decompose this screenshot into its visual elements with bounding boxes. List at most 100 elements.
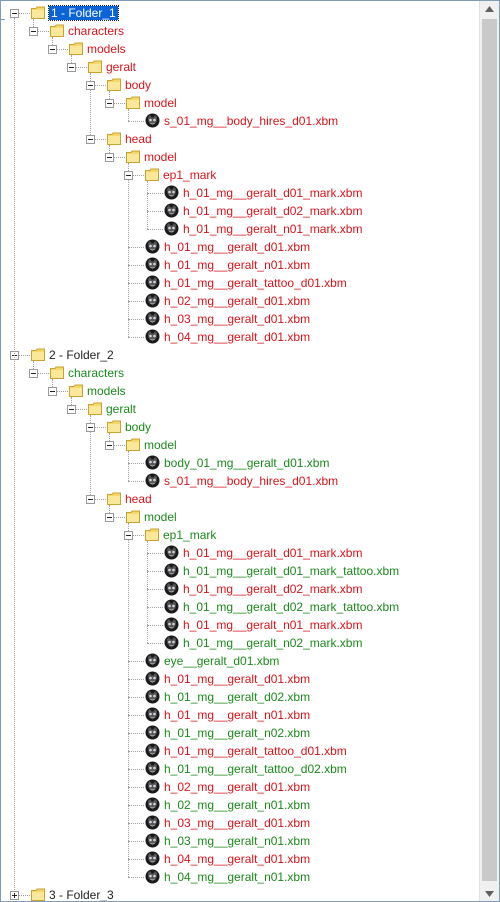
- tree-node-label[interactable]: models: [87, 384, 126, 398]
- tree-file-node[interactable]: h_03_mg__geralt_n01.xbm: [1, 832, 479, 850]
- tree-file-node[interactable]: h_01_mg__geralt_d02_mark_tattoo.xbm: [1, 598, 479, 616]
- tree-folder-node[interactable]: model: [1, 508, 479, 526]
- tree-node-label[interactable]: body: [125, 420, 152, 434]
- tree-node-label[interactable]: h_04_mg__geralt_d01.xbm: [164, 330, 311, 344]
- tree-file-node[interactable]: h_01_mg__geralt_d02_mark.xbm: [1, 202, 479, 220]
- tree-node-label[interactable]: geralt: [106, 402, 137, 416]
- collapse-minus-icon[interactable]: [86, 423, 95, 432]
- tree-file-node[interactable]: h_03_mg__geralt_d01.xbm: [1, 310, 479, 328]
- tree-file-node[interactable]: h_01_mg__geralt_d01.xbm: [1, 238, 479, 256]
- tree-folder-node[interactable]: model: [1, 94, 479, 112]
- tree-node-label[interactable]: h_01_mg__geralt_tattoo_d01.xbm: [164, 744, 347, 758]
- collapse-minus-icon[interactable]: [86, 495, 95, 504]
- expand-plus-icon[interactable]: [10, 891, 19, 900]
- tree-folder-node[interactable]: head: [1, 490, 479, 508]
- tree-file-node[interactable]: h_01_mg__geralt_d02_mark.xbm: [1, 580, 479, 598]
- tree-node-label[interactable]: model: [144, 150, 177, 164]
- scroll-up-button[interactable]: [480, 1, 499, 18]
- tree-node-label[interactable]: h_03_mg__geralt_d01.xbm: [164, 816, 311, 830]
- tree-file-node[interactable]: s_01_mg__body_hires_d01.xbm: [1, 472, 479, 490]
- tree-folder-node[interactable]: ep1_mark: [1, 166, 479, 184]
- tree-folder-node[interactable]: 1 - Folder_1: [1, 4, 479, 22]
- collapse-minus-icon[interactable]: [10, 9, 19, 18]
- tree-file-node[interactable]: h_01_mg__geralt_n02_mark.xbm: [1, 634, 479, 652]
- tree-folder-node[interactable]: characters: [1, 22, 479, 40]
- scroll-thumb[interactable]: [482, 19, 497, 881]
- tree-file-node[interactable]: eye__geralt_d01.xbm: [1, 652, 479, 670]
- tree-file-node[interactable]: h_03_mg__geralt_d01.xbm: [1, 814, 479, 832]
- tree-node-label[interactable]: h_03_mg__geralt_n01.xbm: [164, 834, 311, 848]
- tree-folder-node[interactable]: model: [1, 436, 479, 454]
- tree-node-label[interactable]: head: [125, 132, 152, 146]
- tree-node-label[interactable]: s_01_mg__body_hires_d01.xbm: [164, 474, 339, 488]
- tree-node-label[interactable]: models: [87, 42, 126, 56]
- tree-node-label[interactable]: ep1_mark: [163, 168, 217, 182]
- collapse-minus-icon[interactable]: [105, 153, 114, 162]
- tree-file-node[interactable]: h_01_mg__geralt_d01_mark.xbm: [1, 184, 479, 202]
- tree-folder-node[interactable]: characters: [1, 364, 479, 382]
- tree-folder-node[interactable]: models: [1, 382, 479, 400]
- tree-node-label[interactable]: body: [125, 78, 152, 92]
- tree-file-node[interactable]: h_04_mg__geralt_d01.xbm: [1, 328, 479, 346]
- tree-file-node[interactable]: h_04_mg__geralt_d01.xbm: [1, 850, 479, 868]
- tree-node-label[interactable]: 1 - Folder_1: [48, 5, 119, 21]
- collapse-minus-icon[interactable]: [86, 81, 95, 90]
- collapse-minus-icon[interactable]: [48, 45, 57, 54]
- tree-folder-node[interactable]: head: [1, 130, 479, 148]
- tree-node-label[interactable]: h_01_mg__geralt_d01_mark.xbm: [183, 546, 363, 560]
- tree-folder-node[interactable]: 3 - Folder_3: [1, 886, 479, 902]
- collapse-minus-icon[interactable]: [124, 171, 133, 180]
- tree-node-label[interactable]: h_01_mg__geralt_d01.xbm: [164, 672, 311, 686]
- tree-node-label[interactable]: 2 - Folder_2: [49, 348, 114, 362]
- tree-file-node[interactable]: h_01_mg__geralt_d01_mark.xbm: [1, 544, 479, 562]
- vertical-scrollbar[interactable]: [479, 1, 499, 901]
- collapse-minus-icon[interactable]: [105, 441, 114, 450]
- tree-file-node[interactable]: h_01_mg__geralt_tattoo_d01.xbm: [1, 274, 479, 292]
- tree-node-label[interactable]: h_01_mg__geralt_n01.xbm: [164, 258, 311, 272]
- tree-node-label[interactable]: h_01_mg__geralt_n02_mark.xbm: [183, 636, 363, 650]
- collapse-minus-icon[interactable]: [29, 369, 38, 378]
- tree-node-label[interactable]: h_01_mg__geralt_tattoo_d01.xbm: [164, 276, 347, 290]
- tree-node-label[interactable]: h_01_mg__geralt_d01_mark_tattoo.xbm: [183, 564, 400, 578]
- tree-folder-node[interactable]: geralt: [1, 58, 479, 76]
- tree-node-label[interactable]: h_04_mg__geralt_d01.xbm: [164, 852, 311, 866]
- tree-file-node[interactable]: h_02_mg__geralt_d01.xbm: [1, 292, 479, 310]
- tree-file-node[interactable]: h_01_mg__geralt_n01_mark.xbm: [1, 220, 479, 238]
- collapse-minus-icon[interactable]: [124, 531, 133, 540]
- tree-node-label[interactable]: body_01_mg__geralt_d01.xbm: [164, 456, 330, 470]
- tree-node-label[interactable]: h_01_mg__geralt_n01.xbm: [164, 708, 311, 722]
- tree-file-node[interactable]: h_01_mg__geralt_d02.xbm: [1, 688, 479, 706]
- tree-file-node[interactable]: h_04_mg__geralt_n01.xbm: [1, 868, 479, 886]
- tree-node-label[interactable]: head: [125, 492, 152, 506]
- tree-file-node[interactable]: s_01_mg__body_hires_d01.xbm: [1, 112, 479, 130]
- tree-node-label[interactable]: h_01_mg__geralt_d02_mark.xbm: [183, 582, 363, 596]
- tree-node-label[interactable]: model: [144, 510, 177, 524]
- tree-file-node[interactable]: h_01_mg__geralt_n01_mark.xbm: [1, 616, 479, 634]
- tree-file-node[interactable]: h_01_mg__geralt_n01.xbm: [1, 706, 479, 724]
- tree-node-label[interactable]: h_01_mg__geralt_tattoo_d02.xbm: [164, 762, 347, 776]
- tree-node-label[interactable]: h_01_mg__geralt_d01_mark.xbm: [183, 186, 363, 200]
- tree-node-label[interactable]: model: [144, 96, 177, 110]
- tree-folder-node[interactable]: ep1_mark: [1, 526, 479, 544]
- tree-node-label[interactable]: h_02_mg__geralt_n01.xbm: [164, 798, 311, 812]
- collapse-minus-icon[interactable]: [86, 135, 95, 144]
- collapse-minus-icon[interactable]: [48, 387, 57, 396]
- tree-node-label[interactable]: h_01_mg__geralt_n02.xbm: [164, 726, 311, 740]
- tree-node-label[interactable]: h_01_mg__geralt_d01.xbm: [164, 240, 311, 254]
- tree-node-label[interactable]: 3 - Folder_3: [49, 888, 114, 902]
- collapse-minus-icon[interactable]: [67, 405, 76, 414]
- tree-folder-node[interactable]: geralt: [1, 400, 479, 418]
- collapse-minus-icon[interactable]: [29, 27, 38, 36]
- tree-file-node[interactable]: h_01_mg__geralt_n02.xbm: [1, 724, 479, 742]
- tree-node-label[interactable]: h_01_mg__geralt_d02.xbm: [164, 690, 311, 704]
- tree-folder-node[interactable]: body: [1, 76, 479, 94]
- tree-file-node[interactable]: h_01_mg__geralt_tattoo_d01.xbm: [1, 742, 479, 760]
- tree-node-label[interactable]: eye__geralt_d01.xbm: [164, 654, 280, 668]
- tree-node-label[interactable]: h_02_mg__geralt_d01.xbm: [164, 780, 311, 794]
- tree-file-node[interactable]: body_01_mg__geralt_d01.xbm: [1, 454, 479, 472]
- tree-node-label[interactable]: characters: [68, 24, 125, 38]
- tree-folder-node[interactable]: body: [1, 418, 479, 436]
- tree-node-label[interactable]: h_02_mg__geralt_d01.xbm: [164, 294, 311, 308]
- tree-node-label[interactable]: model: [144, 438, 177, 452]
- tree-node-label[interactable]: ep1_mark: [163, 528, 217, 542]
